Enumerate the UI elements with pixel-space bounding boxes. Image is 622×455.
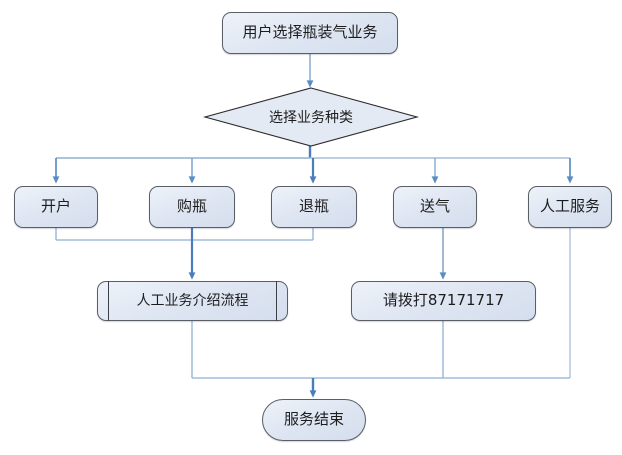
node-open-account-label: 开户: [40, 197, 71, 216]
predefined-right-bar: [276, 281, 277, 321]
node-open-account[interactable]: 开户: [14, 186, 98, 228]
node-start-label: 用户选择瓶装气业务: [242, 23, 378, 42]
node-decision-label: 选择业务种类: [269, 110, 353, 126]
node-manual-process-flow-label: 人工业务介绍流程: [136, 292, 249, 309]
node-deliver-gas[interactable]: 送气: [393, 186, 477, 228]
node-decision[interactable]: 选择业务种类: [205, 88, 417, 146]
node-manual-process-flow[interactable]: 人工业务介绍流程: [97, 281, 288, 321]
node-call-hotline[interactable]: 请拨打87171717: [351, 281, 536, 321]
node-return-bottle-label: 退瓶: [298, 197, 329, 216]
node-end[interactable]: 服务结束: [262, 399, 366, 441]
node-deliver-gas-label: 送气: [419, 197, 450, 216]
node-return-bottle[interactable]: 退瓶: [271, 186, 357, 228]
node-manual-service-label: 人工服务: [539, 197, 600, 216]
node-buy-bottle-label: 购瓶: [176, 197, 207, 216]
node-manual-service[interactable]: 人工服务: [528, 186, 612, 228]
node-end-label: 服务结束: [283, 410, 344, 429]
node-call-hotline-label: 请拨打87171717: [382, 291, 505, 310]
node-start[interactable]: 用户选择瓶装气业务: [222, 12, 398, 54]
predefined-left-bar: [108, 281, 109, 321]
node-buy-bottle[interactable]: 购瓶: [149, 186, 235, 228]
